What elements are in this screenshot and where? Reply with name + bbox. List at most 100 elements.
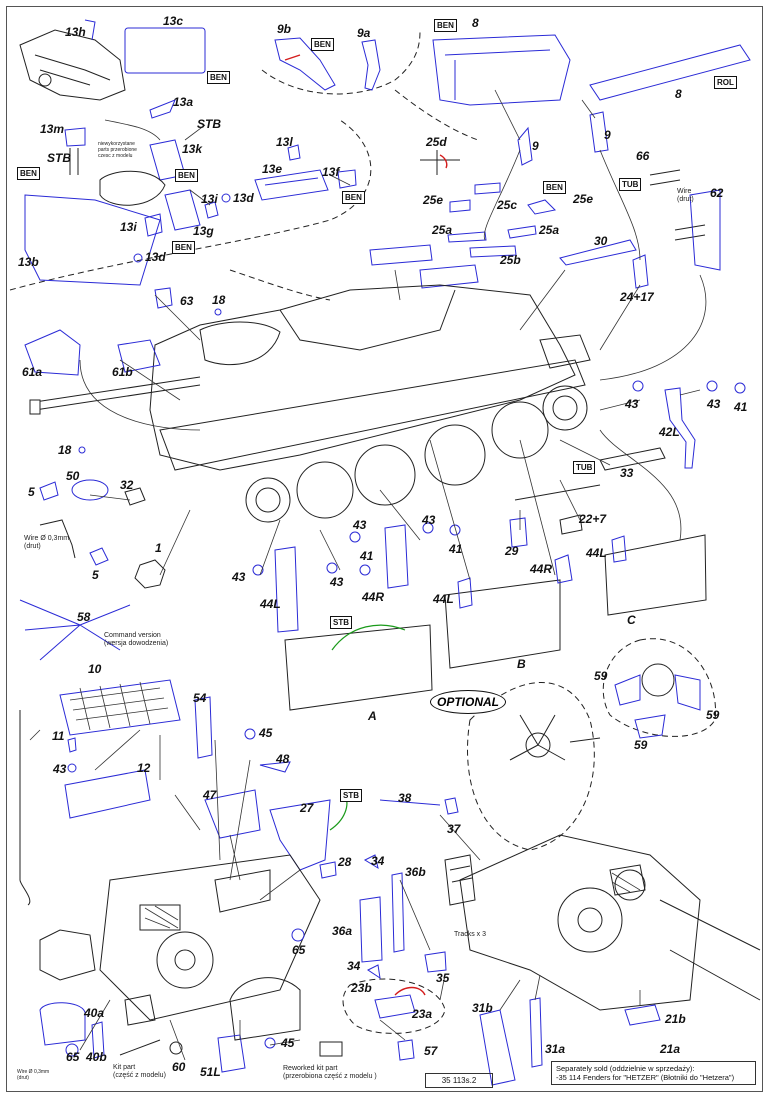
part-label-33: 33 (620, 466, 634, 480)
part-45-a (244, 728, 256, 740)
part-label-42L: 42L (658, 425, 680, 439)
part-label-25d: 25d (425, 135, 447, 149)
part-41-b (449, 524, 461, 536)
part-label-1: 1 (155, 541, 162, 555)
part-label-60: 60 (172, 1060, 186, 1074)
part-label-13k: 13k (182, 142, 203, 156)
part-44L-c (611, 535, 627, 563)
part-label-9a: 9a (357, 26, 371, 40)
part-65-a (65, 1043, 79, 1057)
part-13h-assembly (19, 19, 126, 101)
part-44L-a (274, 546, 299, 633)
part-label-13b: 13b (18, 255, 39, 269)
note-kit-part: Kit part (część z modelu) (113, 1064, 166, 1079)
tag-ben-13k: BEN (175, 169, 198, 182)
tag-ben-13b: BEN (17, 167, 40, 180)
part-25c (474, 182, 501, 195)
part-label-57: 57 (424, 1044, 439, 1058)
detail-dash-9 (394, 89, 479, 141)
part-label-43-e: 43 (421, 513, 436, 527)
part-label-41-a: 41 (733, 400, 748, 414)
note-reworked: Reworked kit part (przerobiona część z m… (283, 1065, 377, 1080)
part-label-B: B (517, 657, 526, 671)
part-label-25b: 25b (499, 253, 521, 267)
part-label-8top: 8 (472, 16, 479, 30)
part-label-62: 62 (710, 186, 724, 200)
part-51L (217, 1034, 246, 1073)
part-61b (117, 339, 161, 373)
part-label-38: 38 (398, 791, 412, 805)
part-label-36b: 36b (405, 865, 426, 879)
part-label-44L-b: 44L (432, 592, 454, 606)
part-23a (374, 994, 416, 1019)
note-wire-65: Wire Ø 0,3mm (drut) (17, 1069, 50, 1081)
part-label-13f: 13f (322, 165, 340, 179)
part-label-54: 54 (193, 691, 207, 705)
part-37 (444, 797, 459, 815)
part-18-a (214, 308, 222, 316)
part-label-21a: 21a (659, 1042, 680, 1056)
part-48 (259, 761, 291, 773)
part-label-43-d: 43 (352, 518, 367, 532)
part-label-43-g: 43 (52, 762, 67, 776)
part-31b (479, 1009, 516, 1086)
part-label-24-17: 24+17 (619, 290, 655, 304)
part-label-58: 58 (77, 610, 91, 624)
fender-C (604, 534, 707, 616)
part-label-28: 28 (337, 855, 352, 869)
part-35 (424, 951, 447, 973)
part-34-b (367, 964, 381, 980)
part-9b (274, 37, 336, 91)
part-label-51L: 51L (200, 1065, 221, 1079)
part-36a (359, 896, 383, 963)
part-59-c (634, 714, 666, 739)
part-label-65-b: 65 (66, 1050, 80, 1064)
part-10-grille (59, 679, 181, 736)
part-59-a (614, 674, 641, 706)
part-label-13e: 13e (262, 162, 282, 176)
part-29 (509, 517, 528, 548)
part-label-41-b: 41 (448, 542, 463, 556)
fender-B (444, 579, 561, 669)
part-21b (624, 1004, 661, 1026)
part-34-a (363, 854, 379, 870)
part-label-47: 47 (202, 788, 218, 802)
part-18-b (78, 446, 86, 454)
hull (29, 284, 591, 523)
part-label-23a: 23a (411, 1007, 432, 1021)
part-label-29: 29 (504, 544, 519, 558)
part-label-18-a: 18 (212, 293, 226, 307)
part-label-13i-b: 13i (120, 220, 137, 234)
part-59-b (674, 674, 701, 711)
part-9-right (589, 111, 609, 153)
part-label-44L-a: 44L (259, 597, 281, 611)
part-label-61b: 61b (112, 365, 133, 379)
part-25e-b (527, 199, 557, 215)
detail-region-59 (602, 638, 717, 737)
part-label-44L-c: 44L (585, 546, 607, 560)
part-labels: 1101112272829303233353738474850545758606… (18, 14, 748, 1079)
part-13l (287, 144, 301, 161)
part-label-45-a: 45 (258, 726, 273, 740)
part-label-45-b: 45 (280, 1036, 295, 1050)
part-25e-a (449, 199, 471, 213)
part-40a (39, 1002, 86, 1046)
note-wire-62: Wire (drut) (677, 188, 694, 203)
part-label-8b: 8 (675, 87, 682, 101)
part-43-b (706, 380, 718, 392)
tag-ben-13c: BEN (207, 71, 230, 84)
part-label-stb-b: STB (47, 151, 71, 165)
part-label-13m: 13m (40, 122, 64, 136)
part-8-plate (589, 44, 751, 101)
part-43-f (326, 562, 338, 574)
note-tracks: Tracks x 3 (454, 931, 487, 938)
part-28 (319, 861, 337, 879)
part-label-31a: 31a (545, 1042, 565, 1056)
part-13d-a (221, 193, 231, 203)
part-27 (269, 799, 331, 871)
note-command-version: Command version (wersja dowodzenia) (104, 632, 169, 647)
optional-callout: OPTIONAL (430, 690, 506, 714)
tag-tub-33: TUB (573, 461, 596, 474)
